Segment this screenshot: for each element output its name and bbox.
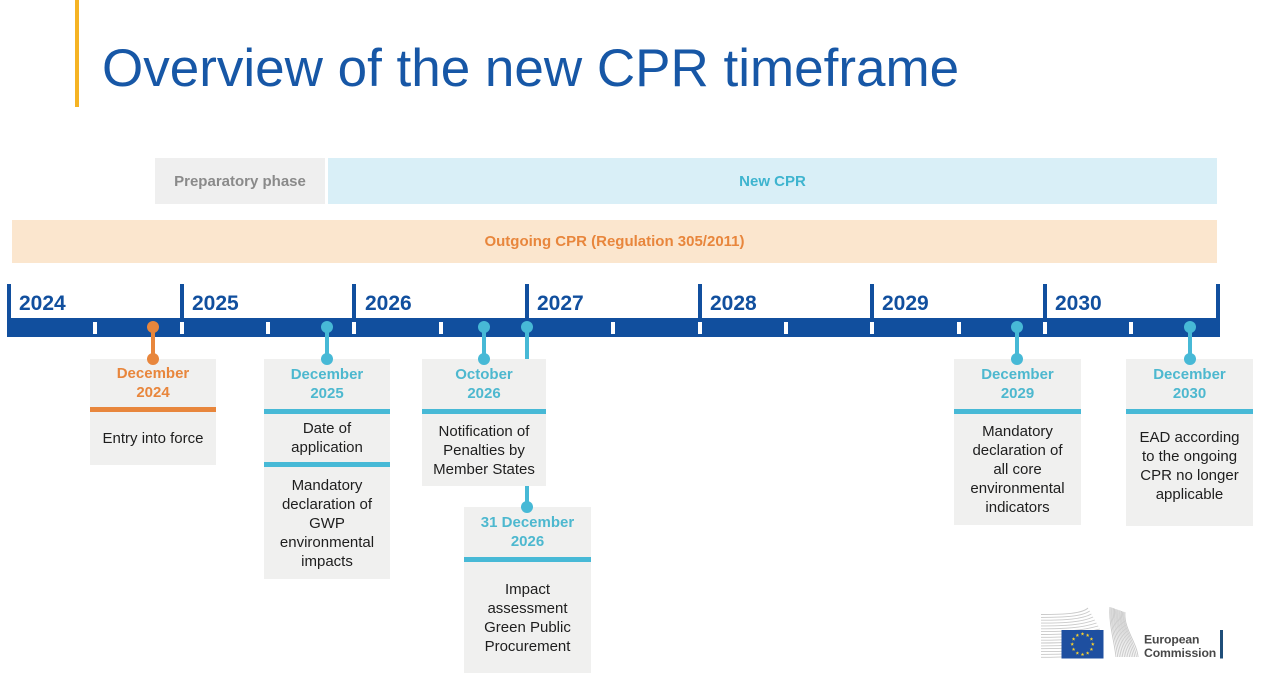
event-card-31-dec-2026: 31 December 2026 Impact assessment Green…	[464, 507, 591, 673]
marker-stem-dec-2024	[151, 327, 155, 359]
year-label-2028: 2028	[710, 291, 757, 315]
event-date: December 2024	[116, 365, 190, 401]
year-label-2029: 2029	[882, 291, 929, 315]
half-year-tick	[438, 321, 443, 334]
year-label-2027: 2027	[537, 291, 584, 315]
marker-dot-oct-2026	[478, 321, 490, 333]
event-date: December 2030	[1153, 366, 1226, 402]
event-description: Impact assessment Green Public Procureme…	[484, 580, 571, 655]
phase-outgoing-cpr-label: Outgoing CPR (Regulation 305/2011)	[484, 233, 745, 250]
half-year-tick	[352, 321, 357, 334]
half-year-tick	[870, 321, 875, 334]
phase-preparatory-label: Preparatory phase	[174, 172, 306, 190]
year-tick-2029	[870, 284, 875, 318]
half-year-tick	[93, 321, 98, 334]
event-description: EAD according to the ongoing CPR no long…	[1139, 429, 1240, 503]
marker-dot-31-dec-2026	[520, 321, 533, 333]
half-year-tick	[1129, 321, 1134, 334]
event-rule	[422, 409, 546, 414]
event-card-dec-2030: December 2030 EAD according to the ongoi…	[1126, 359, 1253, 526]
event-rule	[1126, 409, 1253, 414]
marker-dot-dec-2024-box	[147, 353, 159, 365]
event-description: Mandatory declaration of all core enviro…	[970, 423, 1065, 516]
event-date: 31 December 2026	[480, 514, 575, 550]
year-tick-2024	[7, 284, 11, 337]
event-rule	[264, 409, 390, 414]
event-date: December 2029	[981, 366, 1054, 402]
half-year-tick	[783, 321, 788, 334]
half-year-tick	[265, 321, 270, 334]
logo-text-line2: Commission	[1144, 646, 1216, 660]
phase-new-cpr: New CPR	[328, 158, 1217, 204]
marker-dot-oct-2026-box	[478, 353, 490, 365]
marker-dot-dec-2024	[147, 321, 159, 333]
phase-preparatory: Preparatory phase	[155, 158, 325, 204]
year-tick-2028	[697, 284, 702, 318]
marker-dot-dec-2030	[1184, 321, 1196, 333]
year-tick-2027	[524, 284, 529, 318]
event-description: Entry into force	[102, 430, 204, 447]
accent-line	[75, 0, 79, 107]
marker-stem-oct-2026	[482, 327, 486, 359]
year-label-2026: 2026	[365, 291, 412, 315]
timeline-end-tick	[1215, 284, 1220, 337]
european-commission-logo: European Commission	[1040, 606, 1223, 660]
marker-dot-dec-2025-box	[320, 353, 333, 365]
year-label-2024: 2024	[19, 291, 66, 315]
marker-stem-dec-2025	[324, 327, 329, 359]
marker-dot-dec-2029-box	[1011, 353, 1023, 365]
marker-stem-dec-2030	[1188, 327, 1192, 359]
event-date: October 2026	[455, 366, 513, 402]
event-card-oct-2026: October 2026 Notification of Penalties b…	[422, 359, 546, 486]
logo-blue-bar	[1220, 630, 1223, 659]
phase-outgoing-cpr: Outgoing CPR (Regulation 305/2011)	[12, 220, 1217, 263]
half-year-tick	[1042, 321, 1047, 334]
event-rule	[264, 462, 390, 467]
event-date: December 2025	[290, 366, 364, 402]
event-card-dec-2025: December 2025 Date of application Mandat…	[264, 359, 390, 579]
event-description: Notification of Penalties by Member Stat…	[433, 422, 535, 478]
half-year-tick	[611, 321, 616, 334]
marker-dot-dec-2025	[320, 321, 333, 333]
page-title: Overview of the new CPR timeframe	[102, 39, 960, 98]
phase-new-cpr-label: New CPR	[739, 172, 806, 190]
half-year-tick	[956, 321, 961, 334]
marker-dot-31-dec-2026-box	[520, 501, 533, 513]
year-label-2025: 2025	[192, 291, 239, 315]
marker-dot-dec-2029	[1011, 321, 1023, 333]
logo-text-line1: European	[1144, 633, 1199, 647]
year-tick-2025	[179, 284, 184, 318]
event-rule	[954, 409, 1081, 414]
year-tick-2030	[1042, 284, 1047, 318]
marker-dot-dec-2030-box	[1184, 353, 1196, 365]
year-label-2030: 2030	[1055, 291, 1102, 315]
event-description: Mandatory declaration of GWP environment…	[279, 476, 375, 570]
year-tick-2026	[352, 284, 357, 318]
event-rule	[90, 407, 216, 412]
event-description: Date of application	[291, 420, 363, 456]
eu-flag-stars	[1070, 632, 1095, 657]
half-year-tick	[697, 321, 702, 334]
event-card-dec-2029: December 2029 Mandatory declaration of a…	[954, 359, 1081, 525]
marker-stem-dec-2029	[1015, 327, 1019, 359]
event-rule	[464, 557, 591, 562]
event-card-dec-2024: December 2024 Entry into force	[90, 359, 216, 465]
half-year-tick	[179, 321, 184, 334]
